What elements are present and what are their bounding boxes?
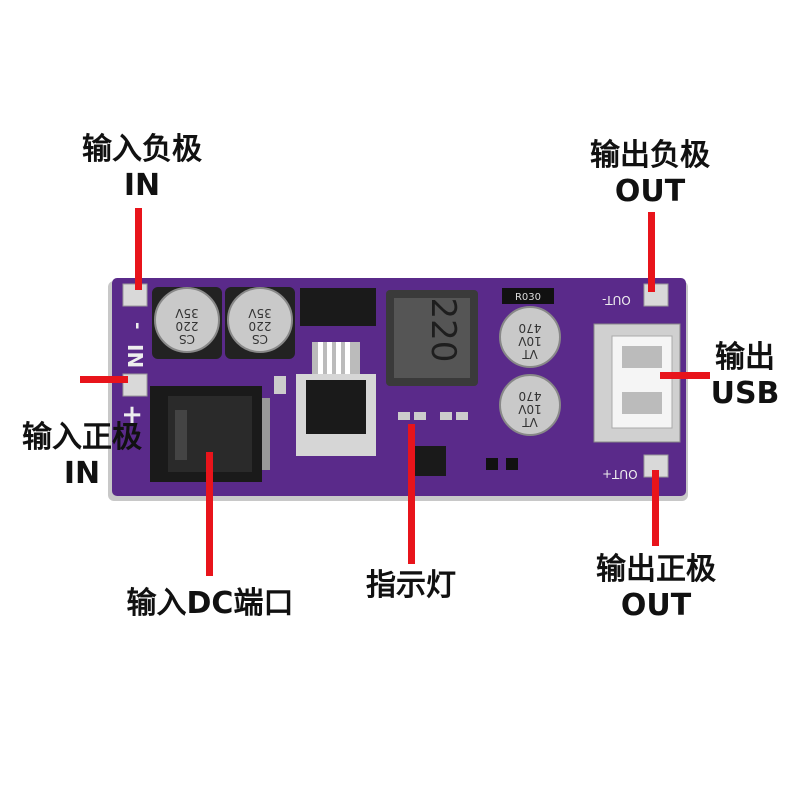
smd-part (274, 376, 286, 394)
svg-text:220: 220 (249, 319, 272, 333)
smd-part (456, 412, 468, 420)
in-neg-pointer (135, 208, 142, 290)
svg-text:VT: VT (522, 415, 538, 429)
dc-jack (150, 386, 270, 482)
svg-text:CS: CS (252, 332, 268, 346)
regulator-ic (296, 342, 376, 456)
usb-port (593, 323, 681, 443)
svg-text:35V: 35V (247, 306, 271, 320)
svg-text:10V: 10V (517, 334, 541, 348)
svg-text:CS: CS (179, 332, 195, 346)
schottky-diode (300, 288, 376, 326)
svg-text:10V: 10V (517, 402, 541, 416)
shunt-resistor: R030 (502, 288, 554, 304)
smd-part (486, 458, 498, 470)
indicator-pointer (408, 424, 415, 564)
input-capacitor-2: CS 220 35V (225, 287, 295, 359)
smd-part (440, 412, 452, 420)
out-neg-label: 输出负极 OUT (590, 138, 710, 209)
silk-in: IN (123, 344, 147, 368)
smd-part (414, 412, 426, 420)
indicator-label: 指示灯 (366, 568, 456, 603)
in-neg-label: 输入负极 IN (82, 132, 202, 203)
silk-out-plus: OUT+ (602, 467, 638, 481)
svg-text:220: 220 (176, 319, 199, 333)
in-pos-label: 输入正极 IN (22, 420, 142, 491)
svg-text:220: 220 (423, 298, 463, 363)
inductor: 220 (386, 290, 478, 386)
usb-output-label: 输出 USB (710, 340, 780, 411)
in-pos-pointer (80, 376, 128, 383)
svg-text:470: 470 (519, 321, 542, 335)
usb-pointer (660, 372, 710, 379)
output-capacitor-2: VT 10V 470 (499, 374, 561, 436)
svg-text:VT: VT (522, 347, 538, 361)
output-capacitor-1: VT 10V 470 (499, 306, 561, 368)
silk-in-plus: + (117, 404, 147, 426)
input-capacitor-1: CS 220 35V (152, 287, 222, 359)
svg-text:470: 470 (519, 389, 542, 403)
out-pos-label: 输出正极 OUT (596, 552, 716, 623)
svg-text:R030: R030 (515, 292, 541, 303)
in-pos-pad (122, 373, 148, 397)
dc-port-label: 输入DC端口 (126, 586, 294, 621)
svg-text:35V: 35V (174, 306, 198, 320)
dc-port-pointer (206, 452, 213, 576)
silk-out-minus: OUT- (602, 293, 631, 307)
smd-part (506, 458, 518, 470)
smd-part (398, 412, 410, 420)
out-pos-pointer (652, 470, 659, 546)
out-neg-pointer (648, 212, 655, 292)
silk-in-minus: - (127, 322, 148, 329)
